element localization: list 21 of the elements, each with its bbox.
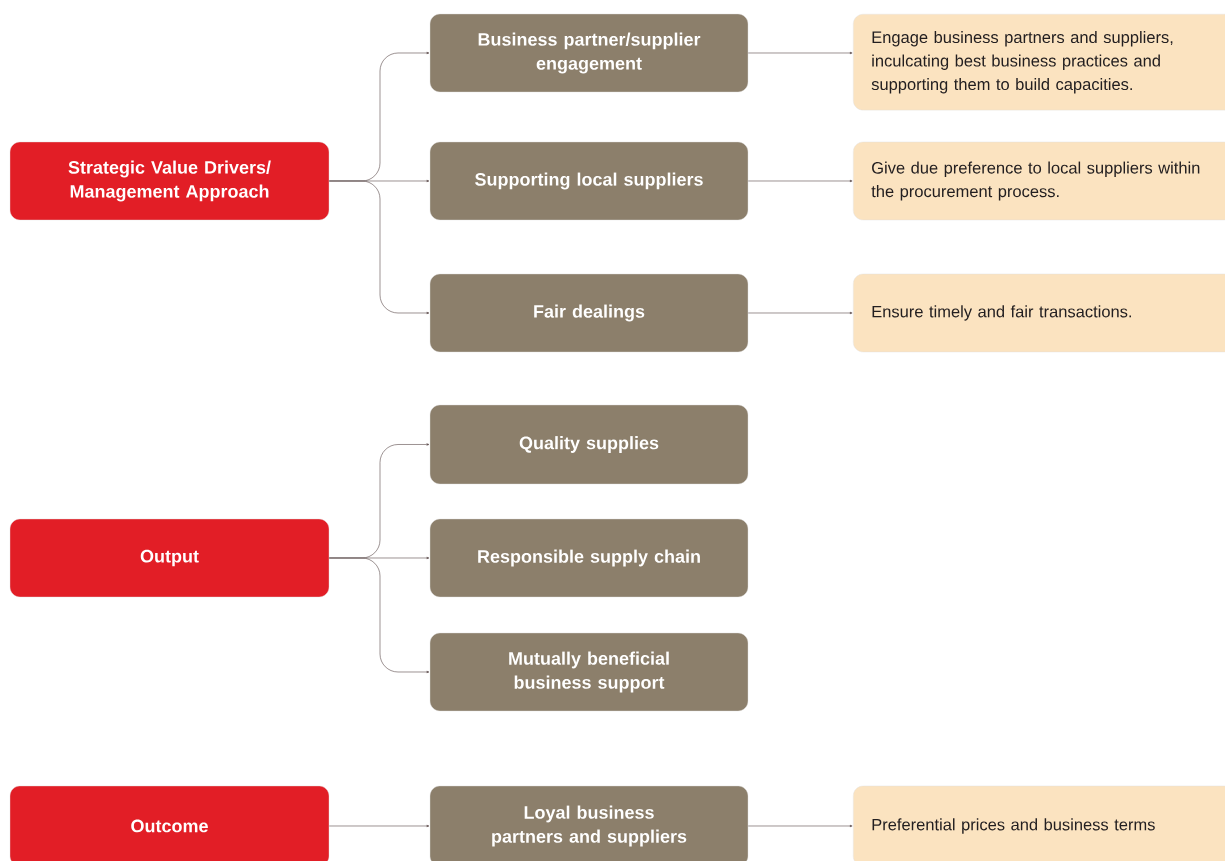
description-box: Preferential prices and business terms: [853, 785, 1225, 861]
value-driver-box: Outcome: [9, 785, 330, 861]
arrow: [328, 180, 430, 315]
process-box: Loyal business partners and suppliers: [429, 785, 749, 861]
description-box: Give due preference to local suppliers within the procurement process.: [853, 141, 1225, 221]
process-box: Fair dealings: [429, 273, 749, 353]
arrow: [747, 51, 853, 55]
value-driver-box: Strategic Value Drivers/ Management Approach: [9, 141, 330, 221]
process-box: Quality supplies: [429, 404, 749, 485]
process-box: Responsible supply chain: [429, 518, 749, 598]
arrow: [328, 557, 430, 674]
description-box: Engage business partners and suppliers, inculcating best business practices and supporting them to build capacities.: [853, 14, 1225, 111]
process-box: Business partner/supplier engagement: [429, 13, 749, 93]
process-box: Supporting local suppliers: [429, 141, 749, 221]
arrow: [747, 311, 853, 315]
arrow: [328, 824, 430, 828]
process-box: Mutually beneficial business support: [429, 632, 749, 712]
description-box: Ensure timely and fair transactions.: [853, 273, 1225, 353]
value-driver-box: Output: [9, 518, 330, 598]
arrow: [747, 824, 853, 828]
arrow: [747, 179, 853, 183]
